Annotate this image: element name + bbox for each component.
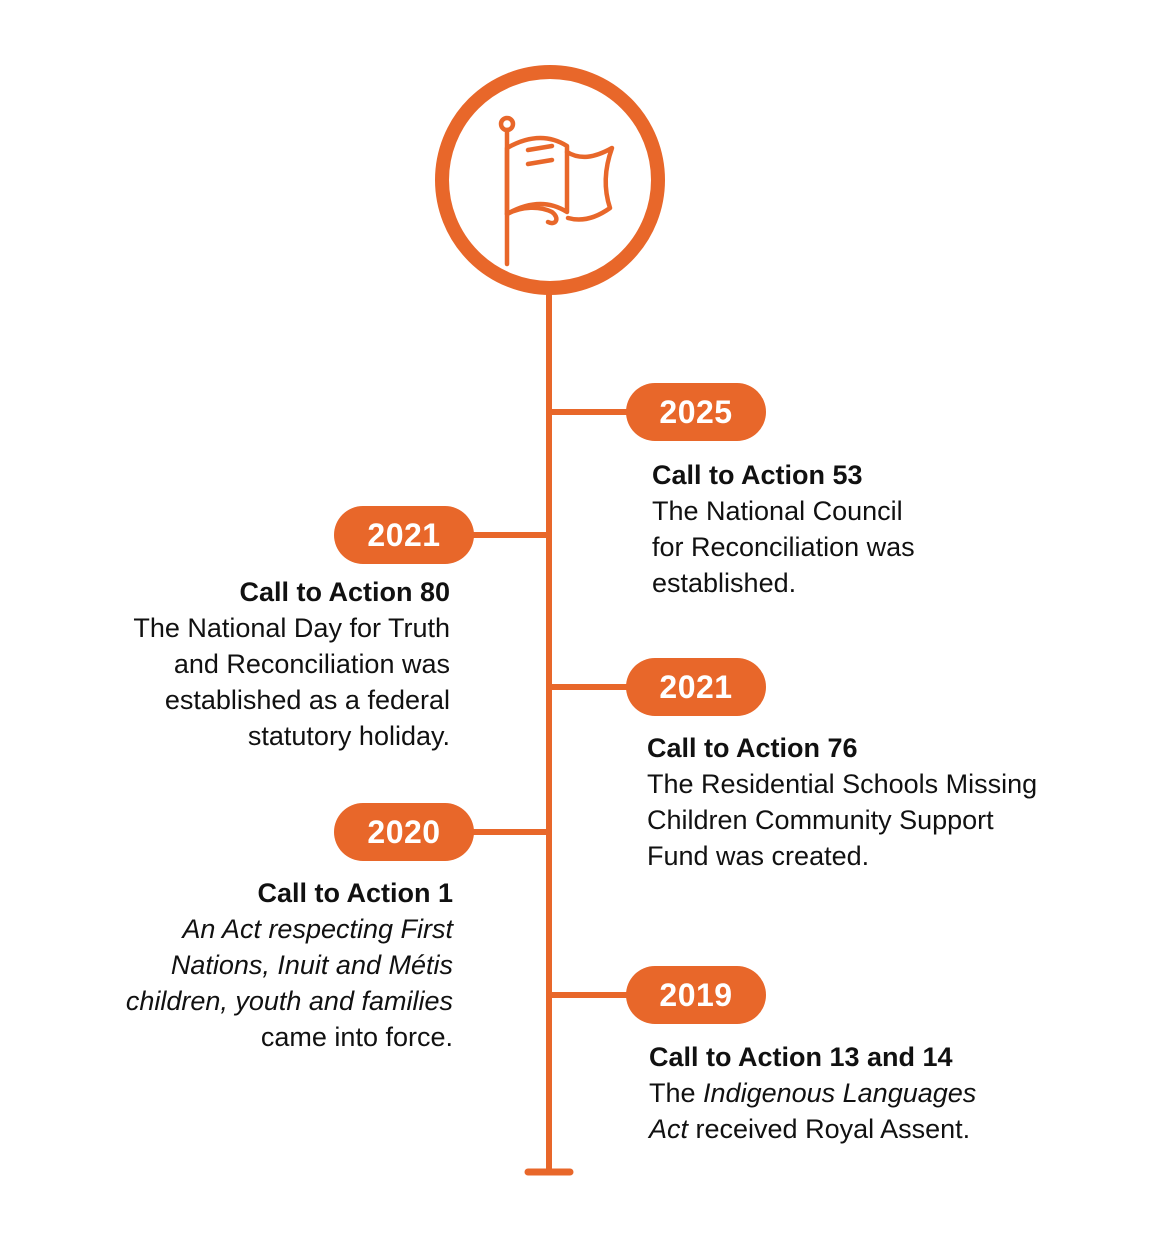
description-text: The Residential Schools Missing <box>647 769 1038 799</box>
event-2021-a: Call to Action 80 The National Day for T… <box>30 574 450 754</box>
description-text: Fund was created. <box>647 841 870 871</box>
event-description: The National Council for Reconciliation w… <box>652 493 1122 601</box>
event-description-line: established. <box>652 565 1122 601</box>
event-description-line: The National Day for Truth <box>30 610 450 646</box>
description-text: for Reconciliation was <box>652 532 915 562</box>
event-description-line: An Act respecting First <box>20 911 453 947</box>
italic-title-text: Nations, Inuit and Métis <box>170 950 453 980</box>
year-pill-2019: 2019 <box>626 966 766 1024</box>
event-description-line: children, youth and families <box>20 983 453 1019</box>
description-text: came into force. <box>260 1022 453 1052</box>
event-2020: Call to Action 1 An Act respecting First… <box>20 875 453 1055</box>
event-heading: Call to Action 13 and 14 <box>649 1042 953 1072</box>
event-heading: Call to Action 76 <box>647 733 858 763</box>
description-text: statutory holiday. <box>247 721 450 751</box>
description-text: established as a federal <box>164 685 450 715</box>
year-pill-2021-b: 2021 <box>626 658 766 716</box>
event-description-line: Children Community Support <box>647 802 1147 838</box>
event-description-line: The National Council <box>652 493 1122 529</box>
description-text: The <box>649 1078 704 1108</box>
description-text: The National Day for Truth <box>133 613 450 643</box>
italic-title-text: Indigenous Languages <box>703 1078 977 1108</box>
event-description-line: Act received Royal Assent. <box>649 1111 1129 1147</box>
event-2025: Call to Action 53 The National Council fo… <box>652 457 1122 601</box>
event-description: The National Day for Truth and Reconcilia… <box>30 610 450 754</box>
event-description-line: established as a federal <box>30 682 450 718</box>
description-text: and Reconciliation was <box>173 649 450 679</box>
event-description-line: statutory holiday. <box>30 718 450 754</box>
event-description-line: The Residential Schools Missing <box>647 766 1147 802</box>
event-description-line: came into force. <box>20 1019 453 1055</box>
event-description-line: Nations, Inuit and Métis <box>20 947 453 983</box>
description-text: received Royal Assent. <box>688 1114 971 1144</box>
event-heading: Call to Action 1 <box>257 878 453 908</box>
event-heading: Call to Action 80 <box>239 577 450 607</box>
description-text: Children Community Support <box>647 805 994 835</box>
year-pill-2020: 2020 <box>334 803 474 861</box>
event-2019: Call to Action 13 and 14 The Indigenous … <box>649 1039 1129 1147</box>
description-text: The National Council <box>652 496 903 526</box>
event-heading: Call to Action 53 <box>652 460 863 490</box>
event-description-line: Fund was created. <box>647 838 1147 874</box>
italic-title-text: An Act respecting First <box>182 914 453 944</box>
flag-icon <box>498 115 615 267</box>
year-pill-2021-a: 2021 <box>334 506 474 564</box>
italic-title-text: Act <box>649 1114 689 1144</box>
year-pill-2025: 2025 <box>626 383 766 441</box>
event-description-line: for Reconciliation was <box>652 529 1122 565</box>
event-description-line: and Reconciliation was <box>30 646 450 682</box>
italic-title-text: children, youth and families <box>125 986 453 1016</box>
header-circle <box>435 65 665 295</box>
event-2021-b: Call to Action 76 The Residential School… <box>647 730 1147 874</box>
event-description-line: The Indigenous Languages <box>649 1075 1129 1111</box>
description-text: established. <box>652 568 797 598</box>
